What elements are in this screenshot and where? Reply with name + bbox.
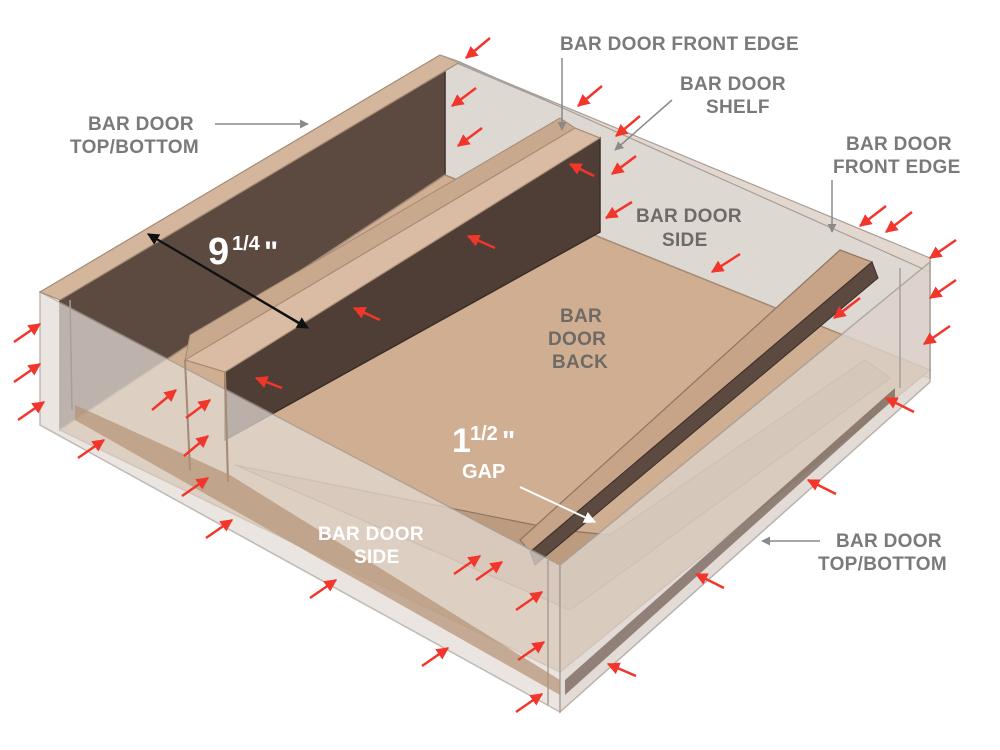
label-side-front: BAR DOOR SIDE <box>318 524 424 568</box>
fastener-arrow <box>181 476 210 498</box>
label-front-edge-top: BAR DOOR FRONT EDGE <box>557 34 799 131</box>
gap-pointer-arrow <box>519 486 597 523</box>
fastener-arrow <box>352 306 381 322</box>
gap-caption: GAP <box>462 461 505 483</box>
fastener-arrow <box>859 205 887 227</box>
divider-3 <box>69 299 73 411</box>
label-top-bottom-left: BAR DOOR TOP/BOTTOM <box>70 114 309 158</box>
fastener-arrow <box>884 396 915 414</box>
fastener-arrow <box>466 234 496 250</box>
fastener-arrow <box>13 362 42 384</box>
label-shelf-pointer <box>614 99 673 151</box>
fastener-arrow <box>833 297 861 319</box>
label-side-front-line2: SIDE <box>354 547 400 568</box>
fastener-arrow <box>453 554 482 576</box>
depth-dimension-whole: 9 <box>208 231 229 273</box>
label-side-back: BAR DOOR SIDE <box>636 206 742 251</box>
label-top-bottom-right-line2: TOP/BOTTOM <box>818 554 947 575</box>
fastener-arrow <box>885 211 913 233</box>
box-body <box>38 54 932 714</box>
fastener-arrow <box>185 399 211 419</box>
label-front-edge-right: BAR DOOR FRONT EDGE <box>827 134 961 233</box>
fastener-arrow <box>205 518 234 540</box>
label-top-bottom-left-line1: BAR DOOR <box>88 114 194 135</box>
label-side-back-line2: SIDE <box>662 230 708 251</box>
shelf-strip-2 <box>184 117 576 362</box>
label-back: BAR DOOR BACK <box>548 306 608 373</box>
label-front-edge-top-text: BAR DOOR FRONT EDGE <box>560 34 799 55</box>
fastener-arrow <box>421 646 450 668</box>
gap-dimension-unit: " <box>502 425 515 456</box>
fastener-arrow <box>515 692 544 714</box>
label-shelf-line2: SHELF <box>706 97 770 118</box>
fastener-arrow <box>604 200 633 220</box>
fastener-arrow <box>183 435 209 457</box>
gap-dimension: 1 1/2 " GAP <box>452 422 597 523</box>
fastener-arrow <box>806 478 837 496</box>
floor-right <box>565 388 895 695</box>
label-front-edge-right-line1: BAR DOOR <box>846 134 952 155</box>
fastener-arrow <box>928 278 957 300</box>
end-panel-right <box>559 260 931 714</box>
fastener-arrow <box>606 662 637 678</box>
fastener-arrow <box>515 590 544 612</box>
fastener-arrow <box>577 85 603 107</box>
label-top-bottom-left-line2: TOP/BOTTOM <box>70 137 199 158</box>
fastener-arrow <box>615 115 641 137</box>
label-side-front-line1: BAR DOOR <box>318 524 424 545</box>
label-back-line1: BAR <box>560 306 602 327</box>
fastener-arrow <box>465 37 491 59</box>
label-side-back-line1: BAR DOOR <box>636 206 742 227</box>
label-top-bottom-right-line1: BAR DOOR <box>836 531 942 552</box>
fastener-arrow <box>451 87 477 107</box>
fastener-arrow <box>694 572 725 590</box>
fastener-arrow <box>922 324 951 346</box>
fastener-arrow <box>151 389 177 411</box>
depth-dimension-unit: " <box>264 236 278 269</box>
fastener-arrow <box>17 400 46 422</box>
label-shelf-line1: BAR DOOR <box>680 74 786 95</box>
fastener-arrow <box>457 127 483 147</box>
fastener-arrow <box>77 438 106 460</box>
depth-dimension: 9 1/4 " <box>146 231 310 329</box>
fastener-arrow <box>710 252 741 274</box>
divider-2 <box>224 371 229 483</box>
fastener-arrow <box>928 238 957 260</box>
fastener-arrow <box>611 155 637 175</box>
fastener-arrows <box>13 37 957 714</box>
fastener-arrow <box>13 322 42 344</box>
fastener-arrow <box>475 560 504 582</box>
fastener-arrow <box>309 578 338 600</box>
gap-dimension-whole: 1 <box>452 422 471 460</box>
label-back-line3: BACK <box>552 352 608 373</box>
fastener-arrow <box>517 640 546 662</box>
fastener-arrow <box>568 162 595 178</box>
depth-dimension-line-back <box>146 233 301 325</box>
depth-dimension-fraction: 1/4 <box>232 233 261 255</box>
label-back-line2: DOOR <box>548 329 606 350</box>
gap-dimension-fraction: 1/2 <box>470 423 498 445</box>
fastener-arrow <box>254 376 283 390</box>
label-shelf: BAR DOOR SHELF <box>614 74 786 151</box>
label-front-edge-right-line2: FRONT EDGE <box>833 157 961 178</box>
label-top-bottom-right: BAR DOOR TOP/BOTTOM <box>761 531 947 575</box>
